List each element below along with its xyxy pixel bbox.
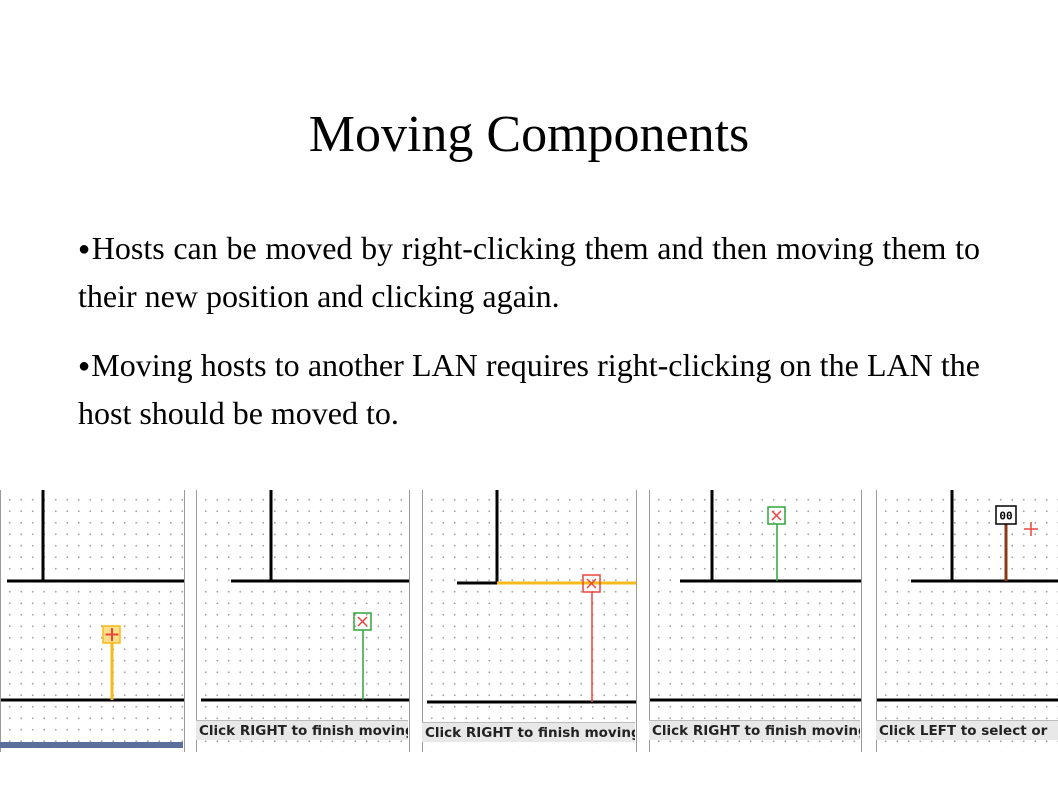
plus-cursor-icon bbox=[105, 628, 119, 641]
scrollbar[interactable] bbox=[0, 742, 183, 748]
network-canvas bbox=[1, 490, 184, 702]
editor-panel-2[interactable] bbox=[196, 490, 410, 752]
bullet-dot: ● bbox=[78, 238, 91, 260]
bullet-text: Hosts can be moved by right-clicking the… bbox=[78, 230, 980, 314]
bullet-item: ●Hosts can be moved by right-clicking th… bbox=[78, 225, 980, 320]
editor-panel-1[interactable] bbox=[0, 490, 185, 752]
editor-panel-5[interactable]: 00 bbox=[876, 490, 1058, 752]
screenshot-strip: Click RIGHT to finish moving Click RIGHT… bbox=[0, 490, 1058, 793]
network-canvas bbox=[650, 490, 861, 702]
status-bar: Click RIGHT to finish moving bbox=[422, 722, 635, 742]
host-node[interactable] bbox=[353, 612, 372, 631]
bullet-dot: ● bbox=[78, 355, 91, 377]
bullet-text: Moving hosts to another LAN requires rig… bbox=[78, 347, 980, 431]
host-node-label: 00 bbox=[999, 510, 1012, 523]
network-canvas bbox=[201, 490, 409, 702]
slide-title: Moving Components bbox=[308, 106, 750, 163]
editor-panel-4[interactable] bbox=[649, 490, 862, 752]
host-node[interactable] bbox=[582, 574, 601, 593]
bullet-item: ●Moving hosts to another LAN requires ri… bbox=[78, 342, 980, 437]
editor-panel-3[interactable] bbox=[422, 490, 637, 752]
status-bar: Click RIGHT to finish moving bbox=[649, 720, 860, 740]
bullet-list: ●Hosts can be moved by right-clicking th… bbox=[78, 225, 980, 459]
x-cursor-icon bbox=[357, 616, 368, 627]
host-node[interactable] bbox=[995, 505, 1017, 525]
status-bar: Click LEFT to select or bbox=[876, 720, 1058, 740]
status-bar: Click RIGHT to finish moving bbox=[196, 720, 408, 740]
plus-cursor-icon bbox=[1024, 522, 1038, 536]
network-canvas: 00 bbox=[877, 490, 1058, 702]
host-node[interactable] bbox=[767, 506, 786, 525]
x-cursor-icon bbox=[771, 510, 782, 521]
network-canvas bbox=[427, 490, 636, 704]
x-cursor-icon bbox=[586, 578, 597, 589]
